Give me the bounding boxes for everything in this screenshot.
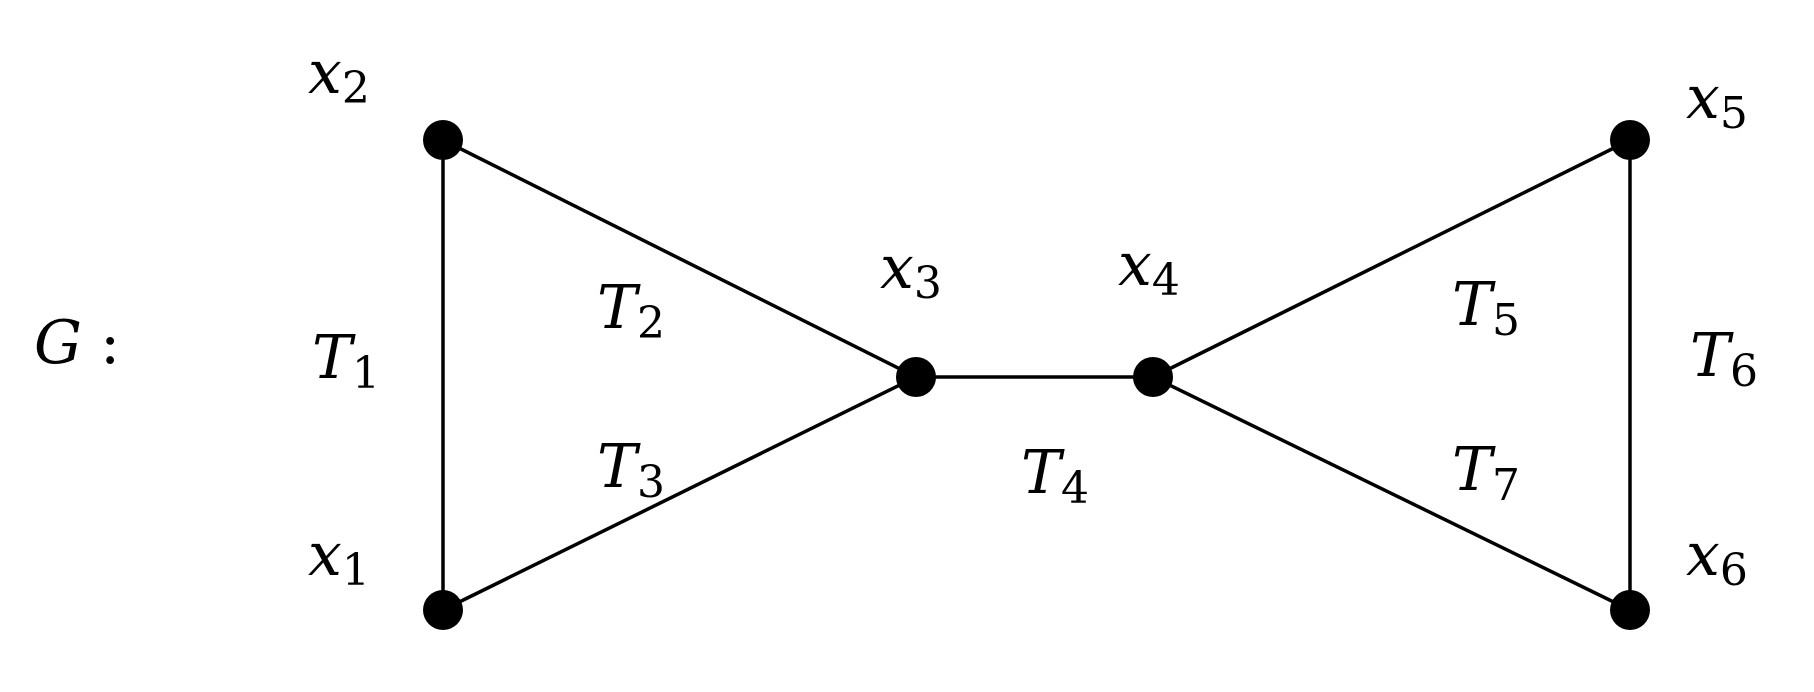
edge-label-t3: T3 (597, 432, 665, 508)
edge-label-t4: T4 (1021, 438, 1089, 514)
graph-colon: : (100, 308, 120, 378)
graph-name-label: G: (34, 308, 120, 378)
edge-label-t1: T1 (312, 323, 380, 399)
edge-label-t6: T6 (1690, 321, 1758, 397)
edge-t5 (1152, 138, 1631, 379)
vertex-label-x2: x2 (308, 38, 370, 114)
vertex-label-x6: x6 (1686, 520, 1748, 596)
edge-t7 (1152, 375, 1631, 612)
vertex-x3 (896, 357, 936, 397)
vertex-label-x4: x4 (1118, 230, 1180, 306)
vertex-x5 (1610, 120, 1650, 160)
vertex-x2 (423, 120, 463, 160)
edge-t3 (442, 375, 917, 612)
edge-t2 (442, 138, 917, 379)
graph-name: G (34, 308, 82, 378)
vertex-label-x3: x3 (880, 233, 942, 309)
vertex-label-x1: x1 (308, 520, 370, 596)
edge-label-t7: T7 (1452, 435, 1520, 511)
vertex-x1 (423, 590, 463, 630)
vertex-label-x5: x5 (1686, 63, 1748, 139)
edge-label-t2: T2 (597, 273, 665, 349)
edge-label-t5: T5 (1452, 270, 1520, 346)
vertex-x6 (1610, 590, 1650, 630)
vertex-x4 (1133, 357, 1173, 397)
